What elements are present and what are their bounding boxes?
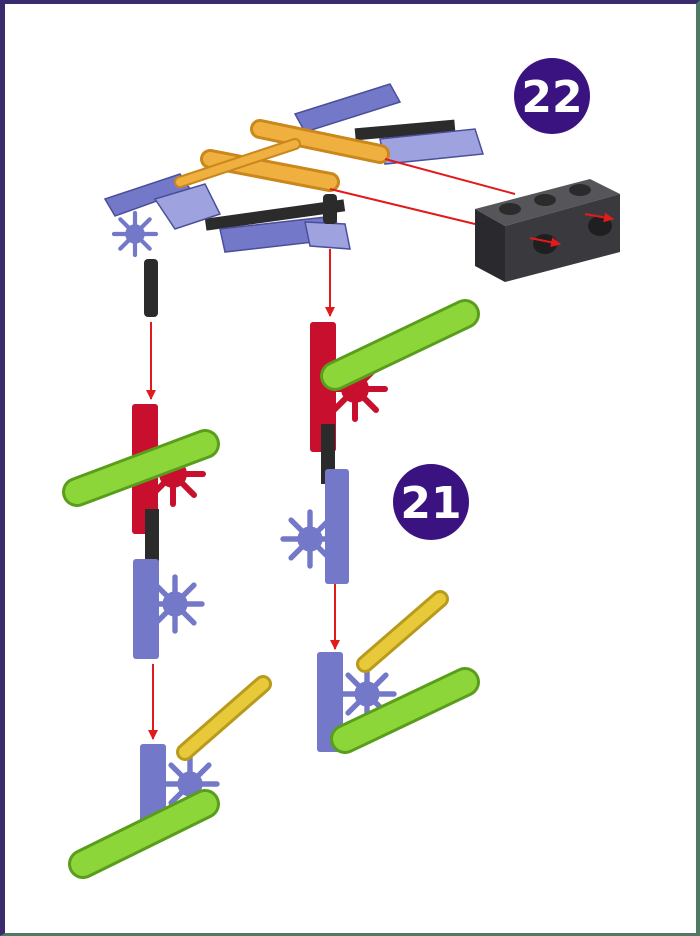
right-leg-assembly <box>283 299 480 584</box>
left-leg-assembly <box>62 404 220 659</box>
black-brick <box>475 179 620 282</box>
arrow-brick-hole-1 <box>529 237 561 248</box>
left-foot-assembly <box>68 675 272 879</box>
step-badge-21: 21 <box>393 464 469 540</box>
assembly-arrows <box>146 158 614 740</box>
arrow-brick-hole-2 <box>584 212 614 223</box>
arrow-brick-lower <box>329 188 476 225</box>
right-foot-assembly <box>317 590 480 754</box>
step-badge-22: 22 <box>514 58 590 134</box>
assembly-diagram: 22 21 <box>62 58 620 879</box>
arrow-brick-upper <box>384 158 516 195</box>
step-number-21: 21 <box>400 478 461 529</box>
step-number-22: 22 <box>521 72 582 123</box>
top-frame-assembly <box>103 83 484 317</box>
